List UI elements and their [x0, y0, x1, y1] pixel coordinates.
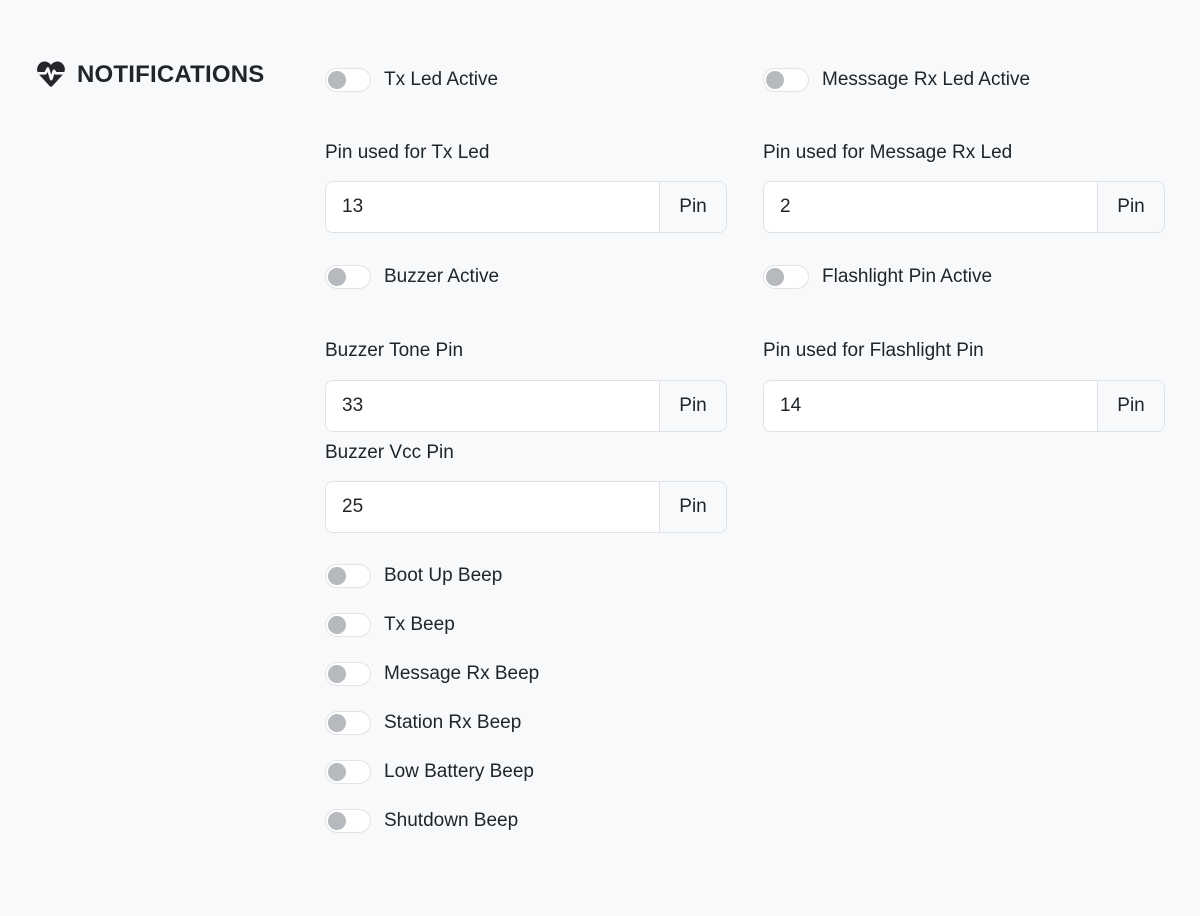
- label-pin-used-for-tx-led: Pin used for Tx Led: [325, 142, 490, 163]
- toggle-boot-up-beep[interactable]: Boot Up Beep: [325, 563, 727, 589]
- toggle-knob: [328, 268, 346, 286]
- pin-addon: Pin: [1097, 182, 1164, 232]
- toggle-tx-led-active[interactable]: Tx Led Active: [325, 67, 727, 93]
- toggle-label: Boot Up Beep: [384, 565, 503, 586]
- input-group-flashlight-pin: Pin: [763, 380, 1165, 432]
- heart-pulse-icon: [37, 61, 65, 87]
- pin-addon: Pin: [659, 482, 726, 532]
- toggle-knob-track[interactable]: [325, 613, 371, 637]
- label-pin-used-for-flashlight-pin: Pin used for Flashlight Pin: [763, 340, 984, 361]
- toggle-buzzer-active[interactable]: Buzzer Active: [325, 264, 727, 290]
- toggle-label: Flashlight Pin Active: [822, 266, 993, 287]
- toggle-label: Buzzer Active: [384, 266, 500, 287]
- pin-addon: Pin: [1097, 381, 1164, 431]
- toggle-knob-track[interactable]: [325, 760, 371, 784]
- buzzer-vcc-pin-input[interactable]: [326, 482, 659, 532]
- toggle-knob-track[interactable]: [325, 68, 371, 92]
- toggle-label: Station Rx Beep: [384, 712, 522, 733]
- input-group-buzzer-tone-pin: Pin: [325, 380, 727, 432]
- toggle-knob-track[interactable]: [325, 662, 371, 686]
- toggle-station-rx-beep[interactable]: Station Rx Beep: [325, 710, 727, 736]
- toggle-knob-track[interactable]: [763, 68, 809, 92]
- flashlight-pin-input[interactable]: [764, 381, 1097, 431]
- toggle-label: Shutdown Beep: [384, 810, 519, 831]
- toggle-knob: [328, 616, 346, 634]
- toggle-knob-track[interactable]: [763, 265, 809, 289]
- toggle-knob-track[interactable]: [325, 711, 371, 735]
- toggle-knob-track[interactable]: [325, 265, 371, 289]
- tx-led-pin-input[interactable]: [326, 182, 659, 232]
- toggle-knob: [328, 665, 346, 683]
- page-title: NOTIFICATIONS: [77, 61, 265, 88]
- input-group-message-rx-pin: Pin: [763, 181, 1165, 233]
- label-buzzer-vcc-pin: Buzzer Vcc Pin: [325, 442, 454, 463]
- right-settings-column: Messsage Rx Led Active Pin used for Mess…: [763, 0, 1165, 432]
- input-group-buzzer-vcc-pin: Pin: [325, 481, 727, 533]
- message-rx-pin-input[interactable]: [764, 182, 1097, 232]
- toggle-knob: [328, 71, 346, 89]
- toggle-knob-track[interactable]: [325, 564, 371, 588]
- toggle-label: Low Battery Beep: [384, 761, 534, 782]
- notifications-settings-page: NOTIFICATIONS Tx Led Active Pin used for…: [33, 0, 1165, 834]
- pin-addon: Pin: [659, 182, 726, 232]
- toggle-shutdown-beep[interactable]: Shutdown Beep: [325, 808, 727, 834]
- toggle-message-rx-beep[interactable]: Message Rx Beep: [325, 661, 727, 687]
- toggle-knob-track[interactable]: [325, 809, 371, 833]
- toggle-knob: [328, 763, 346, 781]
- toggle-knob: [328, 812, 346, 830]
- input-group-tx-led-pin: Pin: [325, 181, 727, 233]
- section-header: NOTIFICATIONS: [33, 58, 325, 92]
- toggle-label: Tx Led Active: [384, 69, 499, 90]
- pin-addon: Pin: [659, 381, 726, 431]
- label-pin-used-for-message-rx-led: Pin used for Message Rx Led: [763, 142, 1013, 163]
- buzzer-tone-pin-input[interactable]: [326, 381, 659, 431]
- toggle-knob: [766, 71, 784, 89]
- toggle-label: Tx Beep: [384, 614, 455, 635]
- toggle-label: Message Rx Beep: [384, 663, 540, 684]
- label-buzzer-tone-pin: Buzzer Tone Pin: [325, 340, 464, 361]
- toggle-flashlight-pin-active[interactable]: Flashlight Pin Active: [763, 264, 1165, 290]
- toggle-low-battery-beep[interactable]: Low Battery Beep: [325, 759, 727, 785]
- toggle-knob: [766, 268, 784, 286]
- toggle-knob: [328, 714, 346, 732]
- toggle-tx-beep[interactable]: Tx Beep: [325, 612, 727, 638]
- left-settings-column: Tx Led Active Pin used for Tx Led Pin Bu…: [325, 0, 727, 834]
- toggle-knob: [328, 567, 346, 585]
- toggle-message-rx-led-active[interactable]: Messsage Rx Led Active: [763, 67, 1165, 93]
- toggle-label: Messsage Rx Led Active: [822, 69, 1031, 90]
